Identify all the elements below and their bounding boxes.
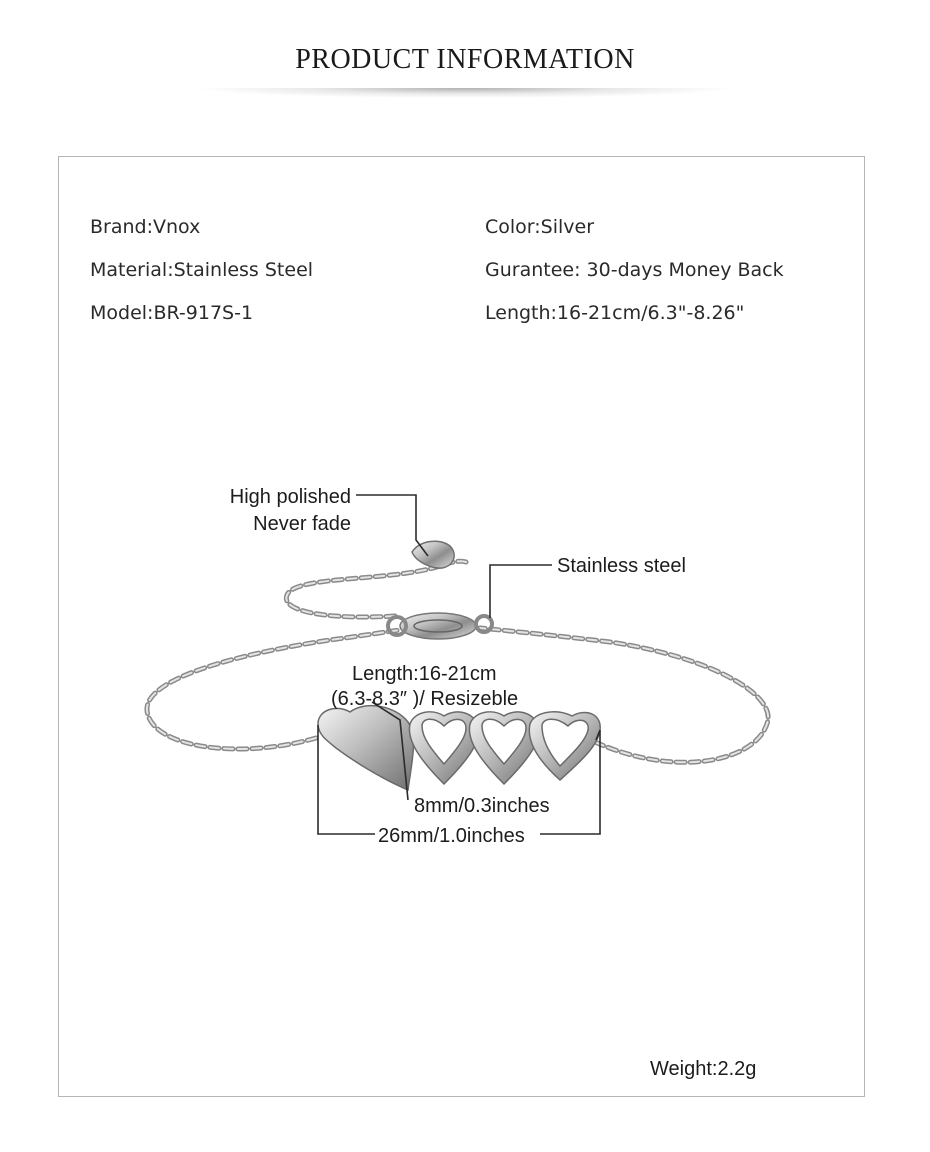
callout-heart-size: 8mm/0.3inches (414, 795, 550, 817)
spec-model: Model:BR-917S-1 (90, 302, 254, 324)
callout-lines (317, 494, 601, 835)
callout-polished-line1: High polished (230, 486, 351, 508)
callout-length-line1: Length:16-21cm (352, 663, 497, 685)
bracelet-illustration: High polished Never fade Stainless steel… (144, 486, 771, 847)
info-frame (58, 156, 865, 1097)
spec-brand: Brand:Vnox (90, 216, 201, 238)
bracelet-chain (144, 558, 771, 765)
spec-material: Material:Stainless Steel (90, 259, 314, 281)
pendant-width-bracket-right (540, 730, 601, 835)
callout-material: Stainless steel (557, 555, 686, 577)
material-leader (489, 564, 552, 618)
weight-label: Weight:2.2g (650, 1058, 757, 1080)
title-underline (200, 88, 730, 98)
polished-leader (356, 494, 429, 557)
pendant-width-bracket (317, 725, 375, 835)
callout-polished-line2: Never fade (253, 513, 351, 535)
callout-length-line2: (6.3-8.3″ )/ Resizeble (331, 688, 518, 710)
spec-length: Length:16-21cm/6.3"-8.26" (485, 302, 745, 324)
heart-pendant (317, 704, 601, 792)
spec-color: Color:Silver (485, 216, 595, 238)
spec-guarantee: Gurantee: 30-days Money Back (485, 259, 784, 281)
lobster-clasp (386, 612, 494, 640)
page-title: PRODUCT INFORMATION (295, 44, 635, 75)
callout-pendant-width: 26mm/1.0inches (378, 825, 525, 847)
heart-size-leader (371, 701, 409, 801)
drop-charm (411, 540, 455, 569)
